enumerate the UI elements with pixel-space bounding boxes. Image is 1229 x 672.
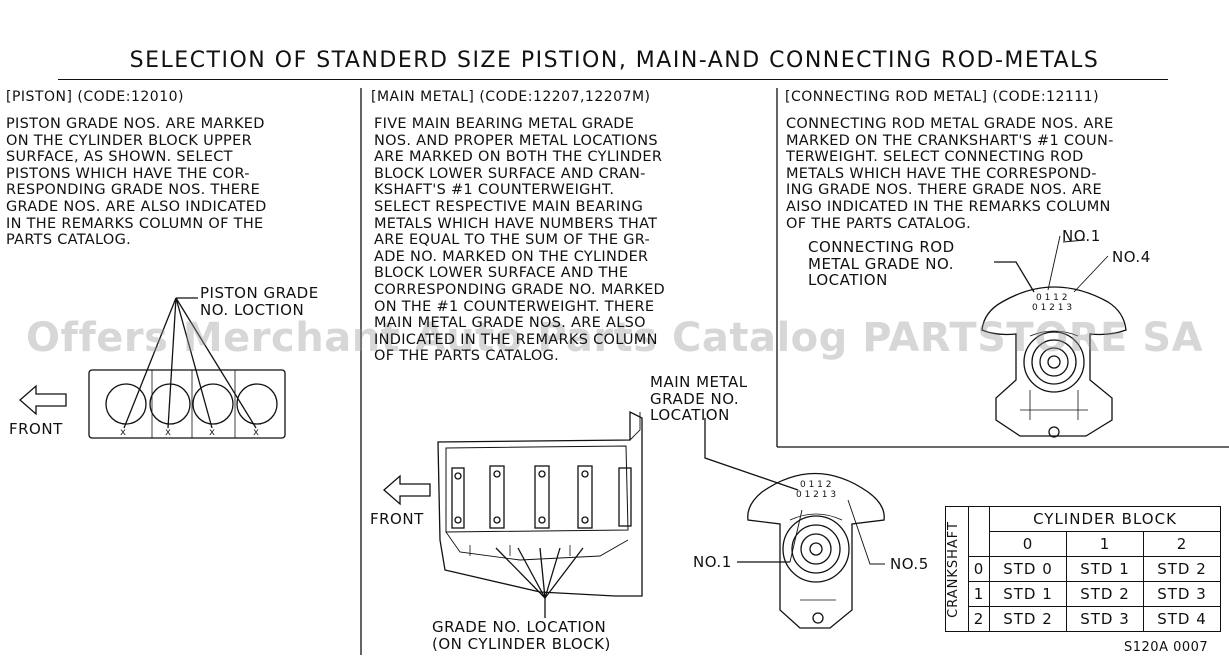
table-row-label: 0	[968, 556, 990, 582]
conrod-line: CONNECTING ROD METAL GRADE NOS. ARE	[786, 116, 1114, 132]
table-cell: STD 1	[989, 581, 1067, 607]
table-row: 2 STD 2 STD 3 STD 4	[946, 606, 1221, 632]
piston-mark: x	[253, 427, 260, 438]
piston-line: PISTONS WHICH HAVE THE COR-	[6, 165, 250, 182]
main-line: ON THE #1 COUNTERWEIGHT. THERE	[374, 298, 655, 315]
main-line: NOS. AND PROPER METAL LOCATIONS	[374, 132, 658, 149]
main-line: FIVE MAIN BEARING METAL GRADE	[374, 116, 635, 132]
main-line: ARE EQUAL TO THE SUM OF THE GR-	[374, 232, 651, 249]
main-metal-header: [MAIN METAL] (CODE:12207,12207M)	[371, 89, 651, 105]
table-cell: STD 3	[1066, 606, 1144, 632]
table-row: 1 STD 1 STD 2 STD 3	[946, 581, 1221, 607]
conrod-no4-label: NO.4	[1112, 248, 1151, 266]
conrod-line: METALS WHICH HAVE THE CORRESPOND-	[786, 165, 1097, 182]
conrod-counterweight-drawing	[981, 235, 1127, 438]
conrod-cw-marks-bottom: 0 1 2 1 3	[1032, 303, 1073, 313]
main-line: KSHAFT'S #1 COUNTERWEIGHT.	[374, 182, 615, 199]
main-cw-marks-bottom: 0 1 2 1 3	[796, 490, 837, 500]
main-line: BLOCK LOWER SURFACE AND THE	[374, 265, 629, 282]
piston-line: ON THE CYLINDER BLOCK UPPER	[6, 132, 252, 149]
main-front-arrow	[383, 474, 431, 506]
table-cell: STD 4	[1143, 606, 1221, 632]
page-title: SELECTION OF STANDERD SIZE PISTION, MAIN…	[129, 48, 1100, 73]
conrod-description: CONNECTING ROD METAL GRADE NOS. ARE MARK…	[786, 116, 1114, 232]
piston-line: RESPONDING GRADE NOS. THERE	[6, 182, 261, 199]
figure-code: S120A 0007	[1124, 640, 1209, 655]
cylinder-block-lower-drawing	[437, 410, 643, 618]
conrod-header: [CONNECTING ROD METAL] (CODE:12111)	[785, 89, 1100, 105]
table-cell: STD 2	[1066, 581, 1144, 607]
piston-line: GRADE NOS. ARE ALSO INDICATED	[6, 198, 267, 215]
conrod-line: MARKED ON THE CRANKSHART'S #1 COUN-	[786, 132, 1114, 149]
table-row-label: 1	[968, 581, 990, 607]
main-counterweight-drawing	[704, 418, 885, 629]
watermark: Offers Merchant Auto Parts Catalog PARTS…	[25, 315, 1204, 361]
table-cell: STD 0	[989, 556, 1067, 582]
main-line: CORRESPONDING GRADE NO. MARKED	[374, 281, 665, 298]
piston-mark: x	[120, 427, 127, 438]
piston-header: [PISTON] (CODE:12010)	[6, 89, 184, 105]
piston-block-drawing	[88, 297, 286, 439]
cylinder-block-header: CYLINDER BLOCK	[989, 506, 1221, 532]
table-column-header: 0	[989, 531, 1067, 557]
conrod-no1-label: NO.1	[1062, 227, 1101, 245]
table-cell: STD 3	[1143, 581, 1221, 607]
table-cell: STD 2	[1143, 556, 1221, 582]
main-line: ARE MARKED ON BOTH THE CYLINDER	[374, 149, 663, 166]
piston-line: SURFACE, AS SHOWN. SELECT	[6, 149, 233, 166]
grade-selection-table: CRANKSHAFT CYLINDER BLOCK 0 1 2 0 STD 0 …	[945, 506, 1221, 632]
table-cell: STD 2	[989, 606, 1067, 632]
main-no1-label: NO.1	[693, 553, 732, 571]
title-underline	[58, 79, 1168, 80]
piston-mark: x	[209, 427, 216, 438]
conrod-line: ING GRADE NOS. THERE GRADE NOS. ARE	[786, 182, 1102, 199]
table-row-header-cell: CRANKSHAFT	[945, 506, 969, 632]
piston-description: PISTON GRADE NOS. ARE MARKED ON THE CYLI…	[6, 116, 267, 249]
piston-front-label: FRONT	[9, 420, 63, 438]
conrod-cw-marks-top: 0 1 1 2	[1036, 293, 1068, 303]
main-line: METALS WHICH HAVE NUMBERS THAT	[374, 215, 658, 232]
main-metal-location-label: MAIN METAL GRADE NO. LOCATION	[650, 373, 748, 424]
table-cell: STD 1	[1066, 556, 1144, 582]
conrod-line: TERWEIGHT. SELECT CONNECTING ROD	[786, 149, 1084, 166]
table-column-header: 1	[1066, 531, 1144, 557]
grade-no-location-label: GRADE NO. LOCATION (ON CYLINDER BLOCK)	[432, 618, 611, 653]
main-line: INDICATED IN THE REMARKS COLUMN	[374, 331, 658, 348]
piston-line: PARTS CATALOG.	[6, 232, 132, 249]
piston-line: PISTON GRADE NOS. ARE MARKED	[6, 116, 265, 132]
main-line: MAIN METAL GRADE NOS. ARE ALSO	[374, 315, 646, 332]
table-corner-cell	[968, 506, 990, 557]
table-column-header: 2	[1143, 531, 1221, 557]
main-metal-description: FIVE MAIN BEARING METAL GRADE NOS. AND P…	[374, 116, 665, 365]
piston-mark: x	[165, 427, 172, 438]
conrod-line: OF THE PARTS CATALOG.	[786, 215, 972, 232]
main-no5-label: NO.5	[890, 555, 929, 573]
main-front-label: FRONT	[370, 510, 424, 528]
conrod-location-label: CONNECTING ROD METAL GRADE NO. LOCATION	[808, 238, 955, 289]
piston-front-arrow	[19, 384, 67, 416]
main-line: ADE NO. MARKED ON THE CYLINDER	[374, 248, 649, 265]
piston-grade-label: PISTON GRADE NO. LOCTION	[200, 284, 319, 319]
conrod-line: AISO INDICATED IN THE REMARKS COLUMN	[786, 198, 1111, 215]
table-row-label: 2	[968, 606, 990, 632]
main-line: SELECT RESPECTIVE MAIN BEARING	[374, 198, 644, 215]
crankshaft-axis-label: CRANKSHAFT	[946, 520, 961, 618]
main-line: BLOCK LOWER SURFACE AND CRAN-	[374, 165, 646, 182]
table-row: 0 STD 0 STD 1 STD 2	[946, 556, 1221, 582]
piston-line: IN THE REMARKS COLUMN OF THE	[6, 215, 264, 232]
main-cw-marks-top: 0 1 1 2	[800, 480, 832, 490]
main-line: OF THE PARTS CATALOG.	[374, 348, 560, 365]
